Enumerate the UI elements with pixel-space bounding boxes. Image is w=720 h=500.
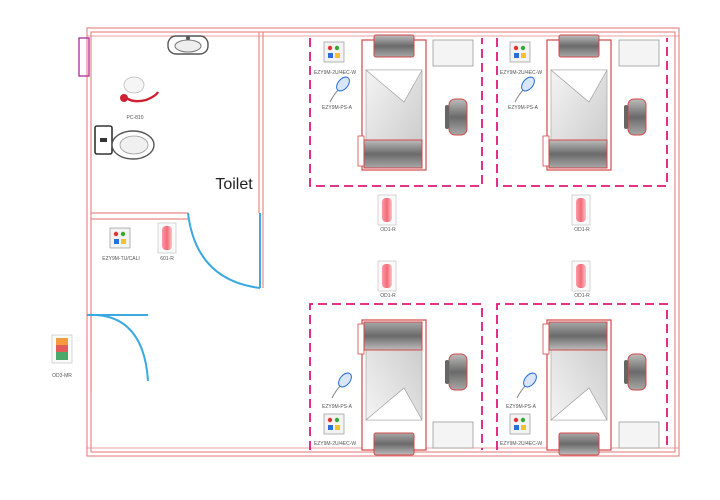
toilet-light-label: 601-R [160, 256, 174, 262]
toilet-room-label: Toilet [215, 176, 253, 193]
toilet-bowl-icon [94, 125, 155, 160]
corridor-light-2-icon [571, 194, 591, 226]
bed-1 [357, 34, 427, 171]
pull-cord-label: PC-810 [127, 115, 144, 121]
toilet-door [187, 212, 261, 289]
bed-2-panel-label: EZY9M-2U/4EC-W [500, 70, 543, 76]
bed-1-handset-label: EZY9M-PS-A [322, 105, 353, 111]
bed-2-panel-icon [509, 41, 531, 63]
locker-1 [432, 39, 474, 67]
bed-4-handset-icon [516, 370, 540, 399]
corridor-light-1-icon [377, 194, 397, 226]
door-light-icon [51, 334, 73, 364]
locker-2 [618, 39, 660, 67]
corridor-light-1-label: OD1-R [380, 227, 396, 233]
door-magnet [78, 37, 90, 77]
sink [167, 35, 209, 55]
chair-2 [623, 98, 647, 136]
toilet-walls [90, 32, 264, 392]
door-light-label: OD3-MR [52, 373, 72, 379]
corridor-light-3-label: OD1-R [380, 293, 396, 299]
bed-4-panel-label: EZY9M-2U/4EC-W [500, 441, 543, 447]
locker-4 [618, 421, 660, 449]
bed-bays [309, 38, 668, 450]
entrance-door [87, 314, 149, 382]
bed-2-handset-icon [514, 74, 538, 103]
corridor-light-2-label: OD1-R [574, 227, 590, 233]
bed-3-panel-icon [323, 413, 345, 435]
corridor-light-3-icon [377, 260, 397, 292]
bed-4 [542, 319, 612, 456]
toilet-panel-label: EZY9M-TU/CALI [102, 256, 140, 262]
bed-1-panel-label: EZY9M-2U/4EC-W [314, 70, 357, 76]
locker-3 [432, 421, 474, 449]
toilet-light-icon [157, 222, 177, 254]
bed-3-handset-label: EZY9M-PS-A [322, 404, 353, 410]
corridor-light-4-label: OD1-R [574, 293, 590, 299]
bed-3-handset-icon [331, 370, 355, 399]
corridor-light-4-icon [571, 260, 591, 292]
chair-4 [623, 353, 647, 391]
chair-3 [444, 353, 468, 391]
bed-3-panel-label: EZY9M-2U/4EC-W [314, 441, 357, 447]
pull-cord-icon [120, 76, 160, 103]
bed-3 [357, 319, 427, 456]
bed-1-handset-icon [329, 74, 353, 103]
bed-4-panel-icon [509, 413, 531, 435]
bed-1-panel-icon [323, 41, 345, 63]
bed-2 [542, 34, 612, 171]
bed-4-handset-label: EZY9M-PS-A [506, 404, 537, 410]
chair-1 [444, 98, 468, 136]
toilet-panel-icon [109, 227, 131, 249]
bed-2-handset-label: EZY9M-PS-A [508, 105, 539, 111]
